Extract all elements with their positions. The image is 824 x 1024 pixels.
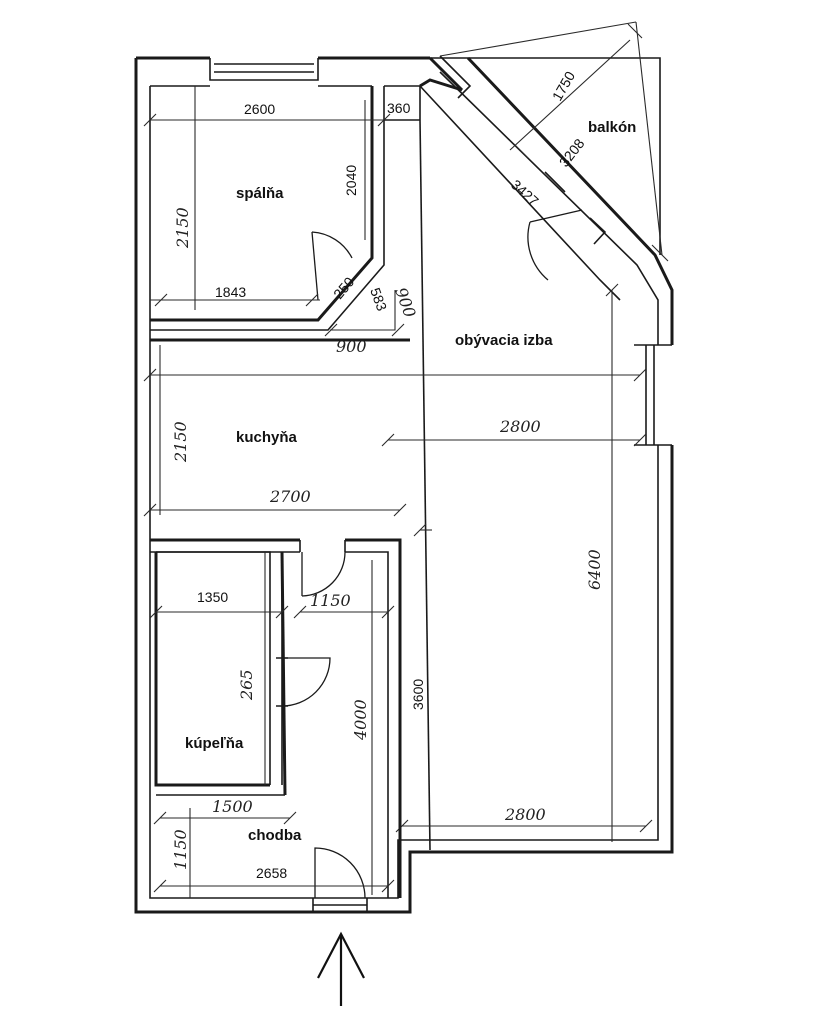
hallway-door-icon: [301, 551, 346, 597]
living-door-icon: [527, 221, 549, 281]
outer-walls: [134, 56, 674, 914]
dim-living-width-top: 2800: [499, 417, 541, 436]
kitchen: [143, 338, 410, 517]
dim-hall-1150: 1150: [171, 829, 190, 870]
entrance-arrow-icon: [317, 931, 365, 1006]
dim-balcony-1750: 1750: [549, 68, 579, 103]
room-label-kitchen: kuchyňa: [236, 429, 298, 446]
dim-inner-3600: 3600: [410, 679, 426, 710]
room-label-balcony: balkón: [588, 119, 636, 136]
room-label-living: obývacia izba: [455, 332, 553, 349]
dim-hall-1500: 1500: [212, 797, 253, 816]
bedroom-door-icon: [311, 231, 353, 259]
dim-hall-width: 1150: [310, 591, 351, 610]
living-room: [143, 78, 653, 851]
dim-bedroom-left: 2150: [173, 207, 192, 249]
dim-diag-583: 583: [367, 286, 390, 314]
entrance-door-icon: [314, 847, 366, 899]
balcony: [428, 21, 669, 262]
dim-balcony-3208: 3208: [556, 135, 588, 170]
bedroom: [143, 85, 421, 337]
dim-hall-height: 4000: [351, 699, 370, 741]
dim-kitchen-height: 2150: [171, 421, 190, 463]
room-label-hallway: chodba: [248, 827, 302, 844]
dim-hall-2658: 2658: [256, 865, 287, 881]
dim-balcony-3427: 3427: [508, 176, 542, 209]
dim-bedroom-width: 2600: [244, 101, 275, 117]
dim-door-900: 900: [336, 337, 367, 356]
inner-walls: [149, 538, 402, 912]
dim-wall-360: 360: [387, 100, 411, 116]
room-label-bedroom: spálňa: [236, 185, 284, 202]
dim-kitchen-width: 2700: [269, 487, 311, 506]
dim-living-width-bottom: 2800: [504, 805, 546, 824]
dim-bedroom-bottom: 1843: [215, 284, 246, 300]
dim-bath-width: 1350: [197, 589, 228, 605]
dim-bedroom-right: 2040: [343, 165, 359, 196]
room-label-bathroom: kúpeľňa: [185, 735, 244, 752]
dim-bath-height: 265: [237, 669, 256, 701]
bathroom-door-icon: [281, 657, 331, 707]
dim-living-height: 6400: [585, 549, 604, 590]
